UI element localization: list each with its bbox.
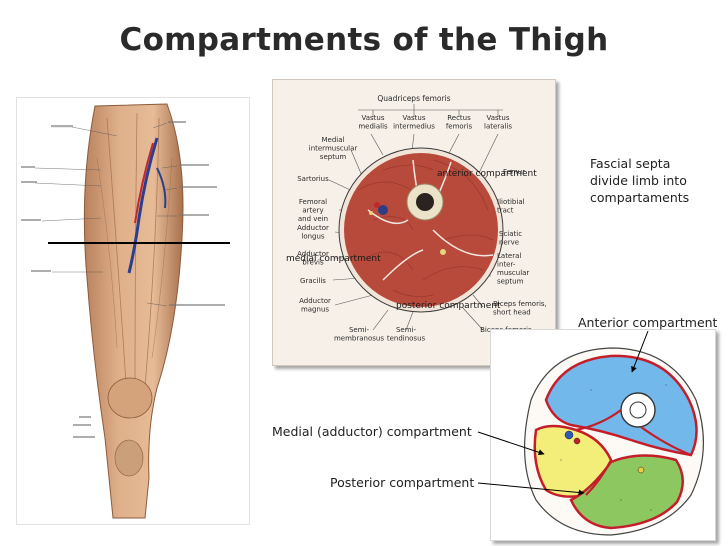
medial-compartment-tag: medial compartment bbox=[286, 254, 381, 264]
anterior-compartment-tag: anterior compartment bbox=[437, 169, 537, 179]
atlas-cross-section: Quadriceps femoris VastusmedialisVastusi… bbox=[297, 94, 547, 343]
note-line-2: divide limb into bbox=[590, 173, 687, 188]
atlas-label-semimembranosus-line-1: Semi- bbox=[349, 326, 370, 334]
atlas-label-medial-septum-line-2: intermuscular bbox=[309, 145, 358, 153]
atlas-label-semitendinosus-line-1: Semi- bbox=[396, 326, 417, 334]
note-line-1: Fascial septa bbox=[590, 156, 671, 171]
atlas-label-iliotibial-line-1: Iliotibial bbox=[497, 198, 525, 206]
atlas-label-iliotibial-line-2: tract bbox=[497, 207, 514, 215]
atlas-label-adductor-magnus-line-2: magnus bbox=[301, 306, 329, 314]
atlas-label-rectus-femoris-line-2: femoris bbox=[446, 123, 473, 131]
fascial-septa-note: Fascial septa divide limb into compartam… bbox=[590, 155, 710, 206]
atlas-label-vastus-intermedius-line-1: Vastus bbox=[402, 114, 425, 122]
atlas-label-adductor-longus-line-1: Adductor bbox=[297, 224, 329, 232]
atlas-label-adductor-brevis-line-1: Adductor bbox=[297, 250, 329, 258]
atlas-label-vastus-medialis-line-2: medialis bbox=[358, 123, 388, 131]
atlas-label-rectus-femoris-line-1: Rectus bbox=[447, 114, 471, 122]
atlas-label-lateral-septum-line-3: muscular bbox=[497, 269, 529, 277]
anterior-compartment-callout: Anterior compartment bbox=[578, 315, 718, 330]
atlas-label-sartorius-line-1: Sartorius bbox=[297, 175, 329, 183]
atlas-label-femoral-vessels-line-2: artery bbox=[302, 207, 323, 215]
atlas-label-biceps-short-line-1: Biceps femoris, bbox=[493, 300, 547, 308]
thigh-dissection-illustration bbox=[21, 103, 225, 519]
atlas-label-femoral-vessels-line-1: Femoral bbox=[299, 198, 327, 206]
atlas-label-lateral-septum-line-1: Lateral bbox=[497, 252, 521, 260]
atlas-label-lateral-septum-line-4: septum bbox=[497, 278, 524, 286]
atlas-label-semitendinosus-line-2: tendinosus bbox=[387, 335, 426, 343]
label-quadriceps: Quadriceps femoris bbox=[377, 94, 450, 103]
atlas-label-adductor-brevis-line-2: brevis bbox=[302, 259, 324, 267]
atlas-label-sciatic-line-2: nerve bbox=[499, 239, 519, 247]
atlas-label-adductor-magnus-line-1: Adductor bbox=[299, 297, 331, 305]
posterior-compartment-tag: posterior compartment bbox=[396, 301, 501, 311]
atlas-label-lateral-septum-line-2: inter- bbox=[497, 261, 516, 269]
atlas-label-femoral-vessels-line-3: and vein bbox=[298, 215, 328, 223]
page-title: Compartments of the Thigh bbox=[119, 22, 609, 58]
atlas-label-vastus-medialis-line-1: Vastus bbox=[361, 114, 384, 122]
atlas-label-gracilis-line-1: Gracilis bbox=[300, 277, 326, 285]
atlas-label-vastus-intermedius-line-2: intermedius bbox=[393, 123, 435, 131]
atlas-label-femur-line-1: Femur bbox=[503, 168, 525, 176]
atlas-label-sciatic-line-1: Sciatic bbox=[499, 230, 522, 238]
schematic-cross-section-panel bbox=[490, 329, 716, 541]
posterior-compartment-callout: Posterior compartment bbox=[330, 475, 475, 490]
note-line-3: compartaments bbox=[590, 190, 690, 205]
atlas-label-biceps-short-line-2: short head bbox=[493, 309, 531, 317]
medial-compartment-callout: Medial (adductor) compartment bbox=[272, 424, 472, 439]
atlas-label-medial-septum-line-3: septum bbox=[320, 153, 347, 161]
atlas-label-vastus-lateralis-line-2: lateralis bbox=[484, 123, 512, 131]
schematic-cross-section bbox=[523, 347, 704, 536]
atlas-label-semimembranosus-line-2: membranosus bbox=[334, 335, 384, 343]
atlas-label-vastus-lateralis-line-1: Vastus bbox=[486, 114, 509, 122]
thigh-dissection-panel bbox=[16, 97, 250, 525]
atlas-label-medial-septum-line-1: Medial bbox=[322, 136, 345, 144]
section-cut-line bbox=[48, 242, 230, 244]
atlas-label-adductor-longus-line-2: longus bbox=[301, 233, 325, 241]
